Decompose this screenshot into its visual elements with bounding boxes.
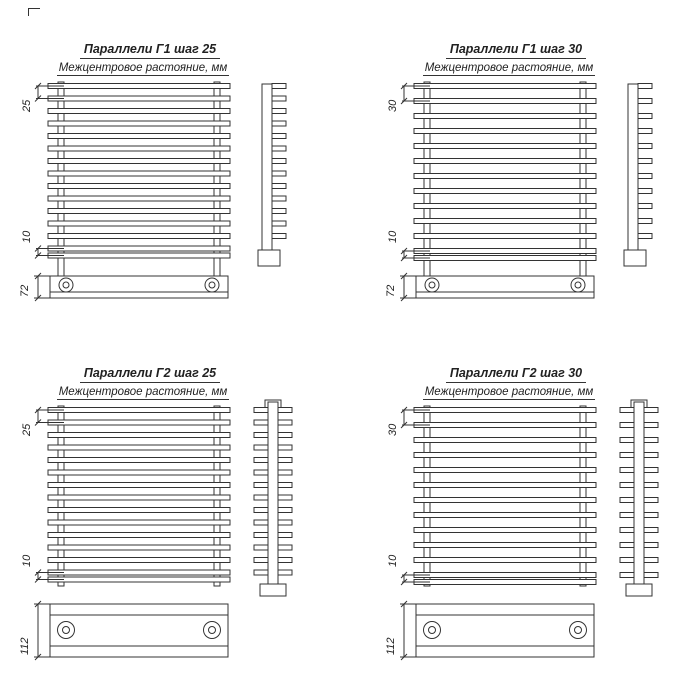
panel-subtitle: Межцентровое растояние, мм xyxy=(56,386,230,400)
dim-step-label: 25 xyxy=(21,423,33,436)
panel-subtitle-row: Межцентровое растояние, мм xyxy=(40,58,246,76)
dim-collector-height-label: 112 xyxy=(385,637,397,655)
dim-step-label: 30 xyxy=(387,423,399,436)
dim-gap-label: 10 xyxy=(387,554,399,567)
panel-subtitle: Межцентровое растояние, мм xyxy=(422,386,596,400)
panel-subtitle-row: Межцентровое растояние, мм xyxy=(406,382,612,400)
panel-title-row: Параллели Г2 шаг 25 xyxy=(50,364,250,383)
dim-gap-label: 10 xyxy=(21,230,33,243)
dim-collector-height-label: 72 xyxy=(385,284,397,297)
panel-subtitle-row: Межцентровое растояние, мм xyxy=(406,58,612,76)
dim-collector-height-label: 72 xyxy=(19,284,31,297)
dim-gap-label: 10 xyxy=(387,230,399,243)
dim-step-label: 30 xyxy=(387,99,399,112)
radiator-drawing-g2-25 xyxy=(34,399,293,661)
panel-title: Параллели Г1 шаг 25 xyxy=(79,42,221,59)
panel-subtitle: Межцентровое растояние, мм xyxy=(56,62,230,76)
panel-title-row: Параллели Г1 шаг 25 xyxy=(50,40,250,59)
panel-parallels-g2-25: Параллели Г2 шаг 25 Межцентровое растоян… xyxy=(18,362,338,674)
panel-title: Параллели Г2 шаг 25 xyxy=(79,366,221,383)
frame-corner-mark xyxy=(28,8,40,16)
dim-gap-label: 10 xyxy=(21,554,33,567)
panel-title: Параллели Г2 шаг 30 xyxy=(445,366,587,383)
panel-subtitle: Межцентровое растояние, мм xyxy=(422,62,596,76)
radiator-drawing-g2-30 xyxy=(400,399,659,661)
dim-step-label: 25 xyxy=(21,99,33,112)
dim-collector-height-label: 112 xyxy=(19,637,31,655)
panel-title-row: Параллели Г2 шаг 30 xyxy=(416,364,616,383)
panel-parallels-g1-30: Параллели Г1 шаг 30 Межцентровое растоян… xyxy=(384,38,700,350)
radiator-drawing-g1-25 xyxy=(34,81,287,302)
panel-parallels-g1-25: Параллели Г1 шаг 25 Межцентровое растоян… xyxy=(18,38,338,350)
panel-subtitle-row: Межцентровое растояние, мм xyxy=(40,382,246,400)
panel-title-row: Параллели Г1 шаг 30 xyxy=(416,40,616,59)
panel-parallels-g2-30: Параллели Г2 шаг 30 Межцентровое растоян… xyxy=(384,362,700,674)
radiator-drawing-g1-30 xyxy=(400,81,653,302)
panel-title: Параллели Г1 шаг 30 xyxy=(445,42,587,59)
